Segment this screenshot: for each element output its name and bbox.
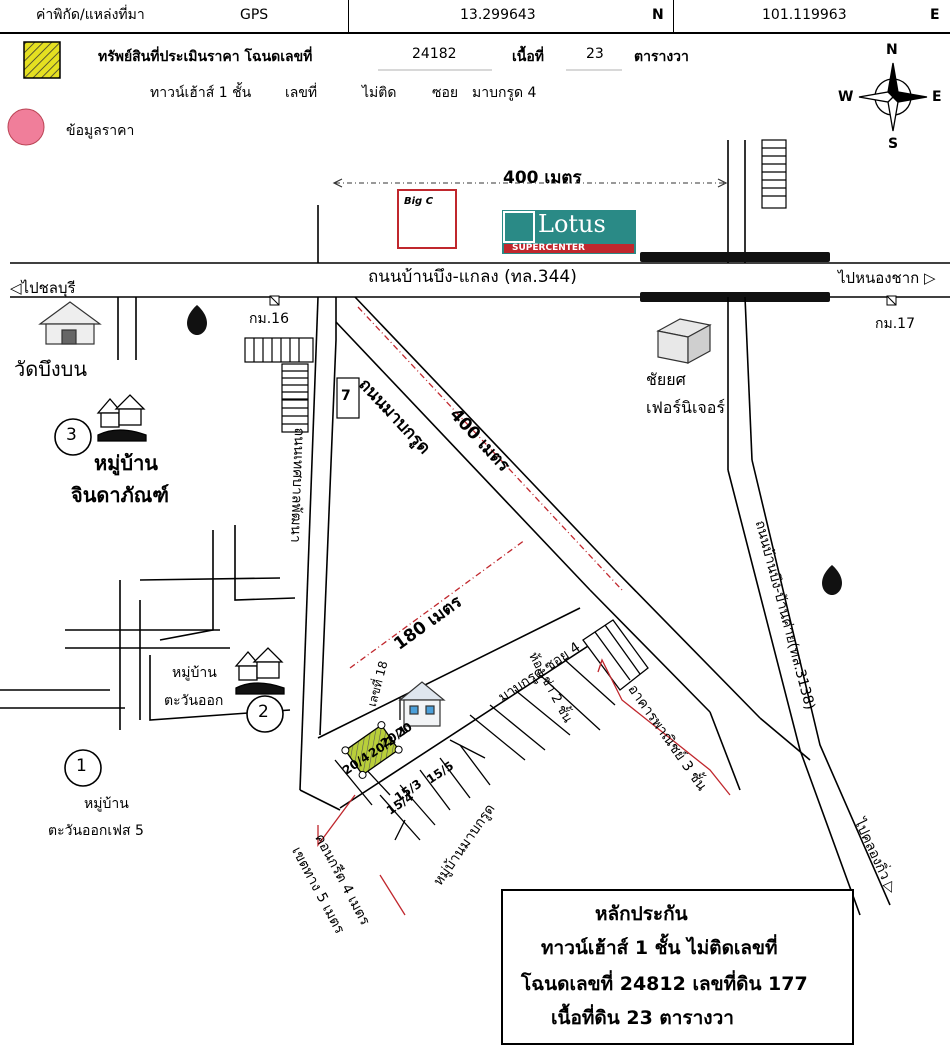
soi-label: ซอย <box>432 85 459 101</box>
village3-2: จินดาภัณฑ์ <box>71 483 169 507</box>
area-unit: ตารางวา <box>634 49 689 65</box>
legend-box: หลักประกัน ทาวน์เฮ้าส์ 1 ชั้น ไม่ติดเลขท… <box>501 889 854 1045</box>
property-type: ทาวน์เฮ้าส์ 1 ชั้น <box>150 85 252 101</box>
road-thesaban: ถนนเทศบาลพัฒนา <box>286 427 308 543</box>
lotus-sub: SUPERCENTER <box>512 243 585 253</box>
village1-no: 1 <box>76 756 87 776</box>
village1-1: หมู่บ้าน <box>84 796 129 812</box>
legend-line2: โฉนดเลขที่ 24812 เลขที่ดิน 177 <box>521 973 808 995</box>
price-info-label: ข้อมูลราคา <box>66 123 135 139</box>
header-divider <box>673 0 674 32</box>
header-divider <box>348 0 349 32</box>
coord-source: GPS <box>240 7 269 23</box>
soi-value: มาบกรูด 4 <box>472 85 537 101</box>
village2-no: 2 <box>258 702 269 722</box>
compass-s: S <box>888 136 899 152</box>
area-value: 23 <box>586 46 604 62</box>
asset-label: ทรัพย์สินที่ประเมินราคา โฉนดเลขที่ <box>98 49 313 65</box>
compass-e: E <box>932 89 942 105</box>
chaiyot-1: ชัยยศ <box>646 370 686 389</box>
house-no-value: ไม่ติด <box>362 85 397 101</box>
lotus-logo: Lotus <box>538 210 606 238</box>
seven-eleven: 7 <box>341 388 351 404</box>
legend-line1: ทาวน์เฮ้าส์ 1 ชั้น ไม่ติดเลขที่ <box>541 937 778 959</box>
to-chonburi: ◁ไปชลบุรี <box>10 279 76 297</box>
km16: กม.16 <box>249 311 289 327</box>
deed-number: 24182 <box>412 46 457 62</box>
temple-label: วัดบึงบน <box>14 357 88 381</box>
coord-label: ค่าพิกัด/แหล่งที่มา <box>36 7 145 23</box>
big-c-label: Big C <box>404 196 434 207</box>
compass-w: W <box>838 89 854 105</box>
distance-top: 400 เมตร <box>503 168 582 188</box>
area-label: เนื้อที่ <box>512 49 544 65</box>
km17: กม.17 <box>875 316 915 332</box>
village1-2: ตะวันออกเฟส 5 <box>48 823 144 839</box>
village2-2: ตะวันออก <box>164 693 224 709</box>
village2-1: หมู่บ้าน <box>172 665 217 681</box>
latitude-dir: N <box>652 7 664 23</box>
to-nong-chak: ไปหนองชาก ▷ <box>838 269 936 287</box>
legend-line3: เนื้อที่ดิน 23 ตารางวา <box>551 1007 734 1029</box>
longitude-dir: E <box>930 7 940 23</box>
house-no-label: เลขที่ <box>285 85 318 101</box>
main-road-label: ถนนบ้านบึง-แกลง (ทล.344) <box>368 267 577 287</box>
coordinate-header: ค่าพิกัด/แหล่งที่มา GPS 13.299643 N 101.… <box>0 0 950 34</box>
legend-collateral: หลักประกัน <box>595 903 688 925</box>
latitude: 13.299643 <box>460 7 536 23</box>
chaiyot-2: เฟอร์นิเจอร์ <box>646 398 725 417</box>
longitude: 101.119963 <box>762 7 847 23</box>
village3-1: หมู่บ้าน <box>94 451 158 475</box>
compass-n: N <box>886 42 898 58</box>
village3-no: 3 <box>66 425 77 445</box>
